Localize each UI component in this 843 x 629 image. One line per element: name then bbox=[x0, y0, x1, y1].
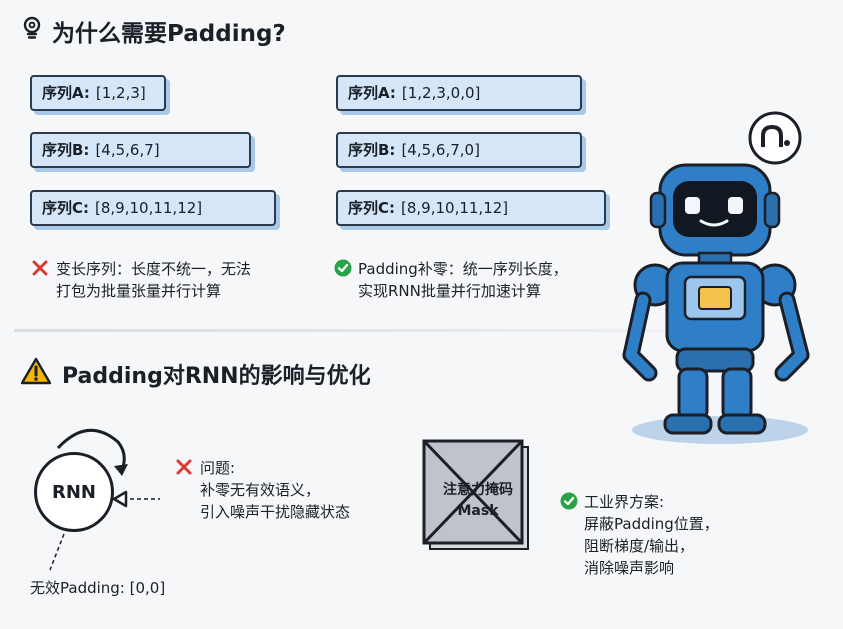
seq-box-left-b: 序列B: [4,5,6,7] bbox=[30, 132, 251, 168]
problem-title: 问题: bbox=[200, 459, 236, 477]
seq-value: [8,9,10,11,12] bbox=[95, 199, 203, 217]
seq-label: 序列A: bbox=[348, 84, 396, 102]
rnn-recurrent-loop bbox=[30, 420, 210, 590]
section-title-why-padding: 为什么需要Padding? bbox=[22, 14, 286, 48]
seq-value: [4,5,6,7] bbox=[95, 141, 160, 159]
seq-box-left-c: 序列C: [8,9,10,11,12] bbox=[30, 190, 276, 226]
note-line: 变长序列：长度不统一，无法 bbox=[56, 260, 252, 278]
solution-line: 阻断梯度/输出， bbox=[584, 537, 695, 555]
cross-icon bbox=[176, 458, 192, 482]
seq-label: 序列C: bbox=[42, 199, 90, 217]
solution-note: 工业界方案: 屏蔽Padding位置， 阻断梯度/输出， 消除噪声影响 bbox=[560, 491, 780, 579]
seq-box-right-b: 序列B: [4,5,6,7,0] bbox=[336, 132, 582, 168]
attention-mask-label: 注意力掩码 Mask bbox=[426, 480, 530, 522]
check-icon bbox=[334, 259, 352, 283]
seq-label: 序列C: bbox=[348, 199, 396, 217]
solution-line: 屏蔽Padding位置， bbox=[584, 515, 719, 533]
warning-icon bbox=[20, 357, 52, 391]
problem-note: 问题: 补零无有效语义， 引入噪声干扰隐藏状态 bbox=[176, 457, 396, 523]
note-line: 打包为批量张量并行计算 bbox=[56, 282, 222, 300]
invalid-padding-label: 无效Padding: [0,0] bbox=[30, 579, 166, 597]
solution-line: 消除噪声影响 bbox=[584, 559, 675, 577]
lightbulb-icon bbox=[22, 16, 42, 46]
seq-value: [8,9,10,11,12] bbox=[401, 199, 509, 217]
seq-box-right-a: 序列A: [1,2,3,0,0] bbox=[336, 75, 582, 111]
section-title-padding-impact: Padding对RNN的影响与优化 bbox=[20, 357, 371, 391]
cross-icon bbox=[32, 259, 48, 283]
mask-line: 注意力掩码 bbox=[443, 482, 513, 498]
note-variable-length: 变长序列：长度不统一，无法 打包为批量张量并行计算 bbox=[32, 258, 322, 302]
note-padding-zeros: Padding补零：统一序列长度， 实现RNN批量并行加速计算 bbox=[334, 258, 634, 302]
problem-line: 引入噪声干扰隐藏状态 bbox=[200, 503, 351, 521]
robot-illustration bbox=[615, 105, 830, 450]
seq-label: 序列B: bbox=[42, 141, 90, 159]
mask-line: Mask bbox=[457, 503, 499, 519]
check-icon bbox=[560, 492, 578, 516]
section-divider bbox=[14, 329, 814, 332]
section-title-text: Padding对RNN的影响与优化 bbox=[62, 364, 371, 389]
seq-label: 序列B: bbox=[348, 141, 396, 159]
seq-value: [4,5,6,7,0] bbox=[401, 141, 480, 159]
seq-value: [1,2,3] bbox=[95, 84, 146, 102]
seq-label: 序列A: bbox=[42, 84, 90, 102]
problem-line: 补零无有效语义， bbox=[200, 481, 321, 499]
attention-mask-box bbox=[420, 437, 532, 553]
note-line: 实现RNN批量并行加速计算 bbox=[358, 282, 541, 300]
seq-box-right-c: 序列C: [8,9,10,11,12] bbox=[336, 190, 606, 226]
rnn-label: RNN bbox=[52, 482, 96, 503]
section-title-text: 为什么需要Padding? bbox=[52, 21, 286, 47]
seq-value: [1,2,3,0,0] bbox=[401, 84, 481, 102]
note-line: Padding补零：统一序列长度， bbox=[358, 260, 568, 278]
solution-title: 工业界方案: bbox=[584, 493, 665, 511]
seq-box-left-a: 序列A: [1,2,3] bbox=[30, 75, 166, 111]
rnn-node bbox=[34, 452, 114, 532]
